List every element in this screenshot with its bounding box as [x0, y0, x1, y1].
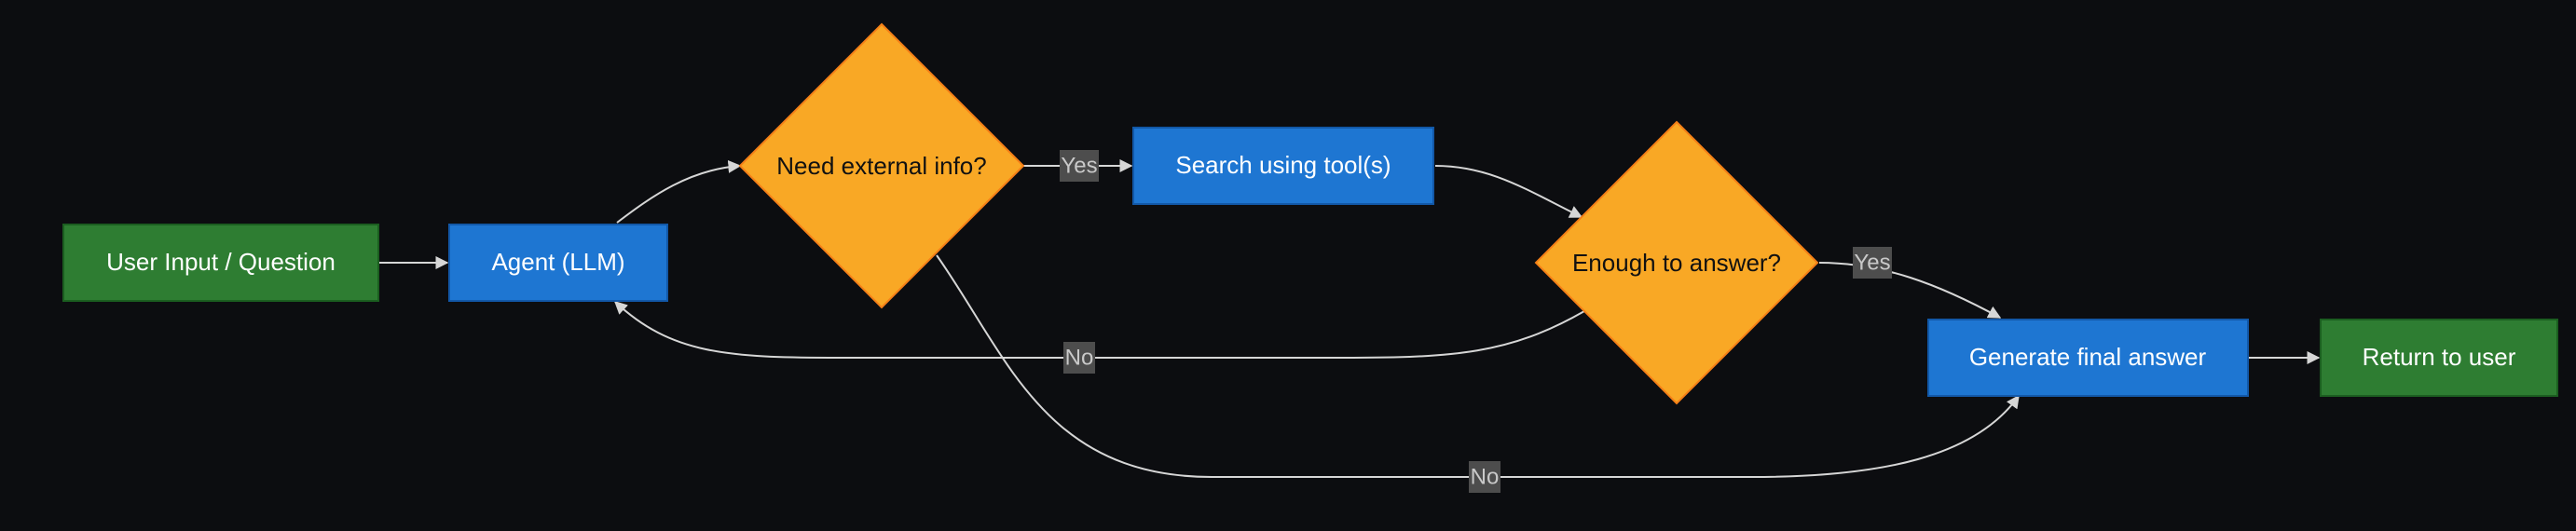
node-return-label: Return to user: [2363, 343, 2516, 371]
edge-agent-to-need-info: [616, 159, 742, 224]
node-search-label: Search using tool(s): [1175, 151, 1391, 179]
node-enough: Enough to answer?: [1534, 120, 1819, 405]
edge-label-need-to-search-text: Yes: [1061, 153, 1097, 178]
edge-enough-to-agent: [613, 301, 1585, 359]
edge-search-to-enough: [1434, 165, 1583, 218]
node-generate: Generate final answer: [1927, 319, 2249, 397]
edge-label-need-to-generate-text: No: [1471, 464, 1500, 489]
node-user-input: User Input / Question: [62, 224, 379, 302]
node-generate-label: Generate final answer: [1969, 343, 2207, 371]
edge-label-enough-to-agent-text: No: [1065, 345, 1094, 370]
node-enough-label: Enough to answer?: [1572, 249, 1781, 277]
node-need-info: Need external info?: [738, 22, 1025, 309]
node-agent: Agent (LLM): [448, 224, 668, 302]
edge-label-enough-to-generate: Yes: [1853, 247, 1892, 279]
edge-label-need-to-search: Yes: [1060, 150, 1099, 182]
node-user-input-label: User Input / Question: [106, 248, 336, 276]
node-return: Return to user: [2320, 319, 2558, 397]
edge-label-enough-to-agent: No: [1063, 342, 1095, 374]
node-search: Search using tool(s): [1132, 127, 1434, 205]
edge-label-need-to-generate: No: [1469, 461, 1500, 493]
node-agent-label: Agent (LLM): [491, 248, 624, 276]
edge-label-enough-to-generate-text: Yes: [1854, 250, 1890, 275]
node-need-info-label: Need external info?: [776, 152, 986, 180]
edge-enough-to-generate: [1818, 262, 2002, 319]
edge-need-info-to-generate: [936, 254, 2020, 478]
